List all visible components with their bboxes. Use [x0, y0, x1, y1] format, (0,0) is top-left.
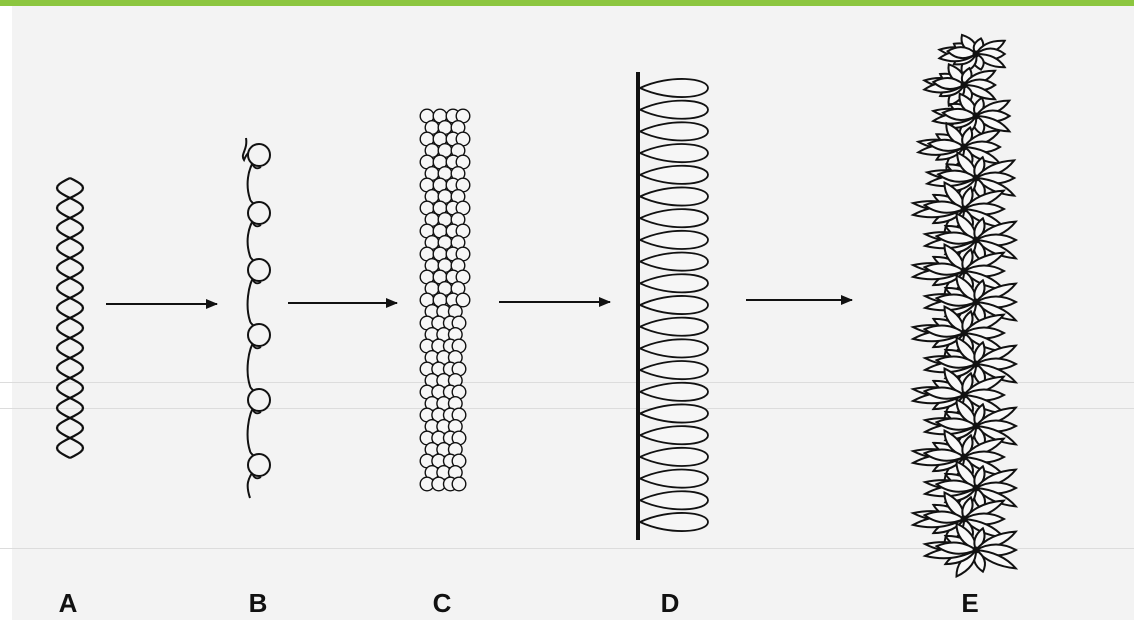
loop-scaffold: [638, 72, 708, 540]
chromatin-loop: [640, 187, 708, 205]
chromatin-loop: [640, 166, 708, 184]
chromatin-loop: [640, 426, 708, 444]
loop-anchor: [973, 113, 980, 120]
nucleosome-bead: [248, 259, 270, 281]
chromatin-loop: [640, 253, 708, 271]
solenoid-fiber: [420, 109, 470, 491]
chromatin-loop: [640, 513, 708, 531]
loop-anchor: [961, 454, 968, 461]
loop-anchor: [973, 361, 980, 368]
linker-dna: [243, 138, 259, 498]
packed-nucleosome: [452, 477, 466, 491]
chromatin-loop: [640, 404, 708, 422]
helix-strand-2: [57, 178, 83, 458]
chromatin-loop: [640, 318, 708, 336]
condensed-chromosome: [913, 35, 1016, 577]
loop-anchor: [973, 175, 980, 182]
nucleosome-string: [243, 138, 270, 498]
chromatin-loop: [640, 122, 708, 140]
stage-label-b: B: [238, 588, 278, 619]
chromatin-loop: [640, 491, 708, 509]
chromatin-loop: [640, 470, 708, 488]
loop-anchor: [973, 237, 980, 244]
loop-anchor: [973, 547, 980, 554]
loop-anchor: [961, 392, 968, 399]
loop-anchor: [961, 330, 968, 337]
nucleosome-bead: [248, 389, 270, 411]
chromatin-loop: [640, 231, 708, 249]
loop-anchor: [961, 206, 968, 213]
progression-arrows: [106, 300, 852, 304]
nucleosome-bead: [248, 324, 270, 346]
nucleosome-bead: [248, 454, 270, 476]
double-helix-dna: [57, 178, 83, 458]
chromatin-loop: [640, 339, 708, 357]
loop-anchor: [961, 144, 968, 151]
chromatin-loop: [640, 79, 708, 97]
chromatin-loop: [640, 383, 708, 401]
loop-anchor: [973, 51, 980, 58]
stage-label-e: E: [950, 588, 990, 619]
stage-label-a: A: [48, 588, 88, 619]
loop-anchor: [961, 516, 968, 523]
stage-label-d: D: [650, 588, 690, 619]
loop-anchor: [961, 82, 968, 89]
loop-anchor: [973, 423, 980, 430]
chromatin-loop: [640, 296, 708, 314]
chromatin-loop: [640, 144, 708, 162]
nucleosome-bead: [248, 202, 270, 224]
nucleosome-bead: [248, 144, 270, 166]
loop-anchor: [973, 299, 980, 306]
loop-anchor: [973, 485, 980, 492]
chromatin-loop: [640, 448, 708, 466]
loop-anchor: [961, 268, 968, 275]
chromatin-loop: [640, 101, 708, 119]
chromatin-loop: [640, 209, 708, 227]
chromatin-loop: [640, 361, 708, 379]
chromatin-loop: [640, 274, 708, 292]
stage-label-c: C: [422, 588, 462, 619]
